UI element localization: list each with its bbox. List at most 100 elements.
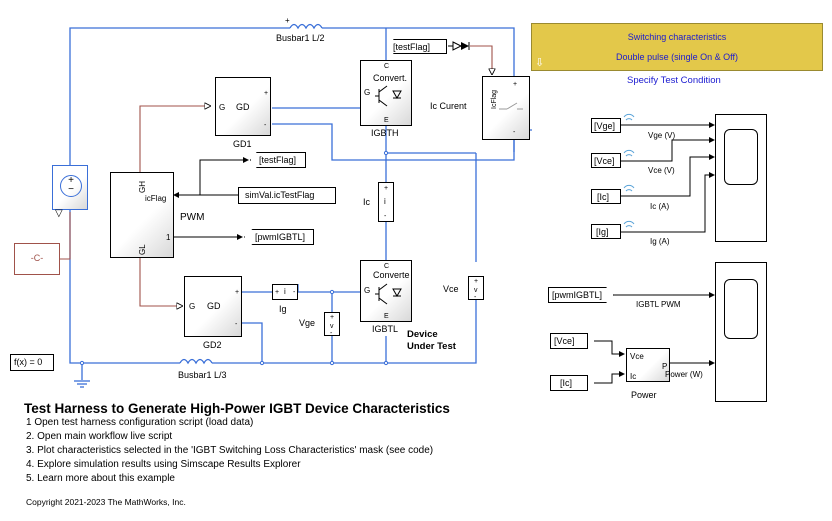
ic-sensor-minus-port: -: [384, 213, 387, 220]
solver-config-label: f(x) = 0: [14, 357, 43, 367]
testflag-goto-block[interactable]: [testFlag]: [250, 152, 306, 168]
icflag-port-label: IcFlag: [491, 89, 498, 109]
banner-line-1: Switching characteristics: [627, 32, 727, 42]
vce-sensor-minus-port: -: [474, 294, 477, 301]
busbar-bottom-label: Busbar1 L/3: [178, 370, 227, 380]
igbtl-block[interactable]: C Converte G E: [360, 260, 412, 322]
igbth-block[interactable]: C Convert. G E: [360, 60, 412, 126]
busbar-top-label: Busbar1 L/2: [276, 33, 325, 43]
ig-sensor-plus-port: +: [275, 289, 280, 296]
test-condition-banner[interactable]: Switching characteristics Double pulse (…: [531, 23, 823, 71]
gd1-label: GD: [236, 102, 250, 112]
link-results-explorer[interactable]: 4. Explore simulation results using Sims…: [26, 459, 301, 470]
power-ic-port: Ic: [630, 372, 637, 381]
ic-switch-plus-port: +: [513, 81, 518, 88]
pwm-igbtl-from-tag[interactable]: [pwmIGBTL]: [548, 287, 614, 303]
igbtl-converter-label: Converte: [373, 270, 410, 280]
igbtl-c-port: C: [384, 263, 390, 270]
gate-driver-1[interactable]: G GD + -: [215, 77, 271, 136]
dc-voltage-source[interactable]: +−: [52, 165, 88, 210]
igbtl-name: IGBTL: [372, 324, 399, 334]
power-ic-from-tag[interactable]: [Ic]: [550, 375, 588, 391]
scope-screen-icon: [724, 129, 758, 185]
pwm-block-name: PWM: [180, 212, 205, 223]
igbth-converter-label: Convert.: [373, 73, 408, 83]
constant-value: -C-: [30, 253, 44, 263]
igbtl-e-port: E: [384, 313, 389, 320]
pwm-block[interactable]: GH GL icFlag 1: [110, 172, 174, 258]
vce-from-tag[interactable]: [Vce]: [591, 153, 621, 168]
vge-sensor-label: Vge: [299, 318, 316, 328]
igbtl-pwm-label: IGBTL PWM: [636, 300, 681, 309]
vge-sensor-v-icon: v: [330, 323, 334, 330]
vce-sensor-label: Vce: [443, 284, 459, 294]
power-vce-port: Vce: [630, 352, 644, 361]
igbth-g-port: G: [364, 88, 371, 97]
igbth-name: IGBTH: [371, 128, 399, 138]
banner-line-2: Double pulse (single On & Off): [616, 52, 738, 62]
scope-1[interactable]: [715, 114, 767, 242]
vce-signal-label: Vce (V): [648, 166, 675, 175]
gd1-minus-port: -: [264, 122, 267, 129]
ic-sensor-label: Ic: [363, 197, 371, 207]
ic-signal-label: Ic (A): [650, 202, 670, 211]
pwm-gh-port: GH: [138, 181, 147, 193]
vge-sensor-plus-port: +: [330, 314, 335, 321]
ic-current-sensor[interactable]: + i -: [378, 182, 394, 222]
gd2-minus-port: -: [235, 321, 238, 328]
scope-2[interactable]: [715, 262, 767, 402]
ic-sensor-i-icon: i: [384, 197, 386, 206]
link-learn-more[interactable]: 5. Learn more about this example: [26, 473, 175, 484]
pwm-icflag-port: icFlag: [145, 194, 167, 203]
ig-current-sensor[interactable]: + i -: [272, 284, 298, 300]
dut-label-line2: Under Test: [407, 341, 456, 352]
ic-from-tag[interactable]: [Ic]: [591, 189, 621, 204]
vce-voltage-sensor[interactable]: + v -: [468, 276, 484, 301]
igbth-c-port: C: [384, 63, 390, 70]
vge-voltage-sensor[interactable]: + v -: [324, 312, 340, 337]
simval-constant-block[interactable]: simVal.icTestFlag: [238, 187, 336, 204]
gd2-name: GD2: [203, 340, 222, 350]
vge-sensor-minus-port: -: [330, 330, 333, 337]
solver-config-block[interactable]: f(x) = 0: [10, 354, 54, 371]
ig-sensor-label: Ig: [279, 304, 287, 314]
pwm-igbtl-goto-block[interactable]: [pwmIGBTL]: [244, 229, 314, 245]
power-out-label: Power (W): [665, 370, 703, 379]
power-block[interactable]: Vce Ic P: [626, 348, 670, 382]
ic-switch-minus-port: -: [513, 129, 516, 136]
ig-sensor-minus-port: -: [293, 289, 296, 296]
ig-sensor-i-icon: i: [284, 287, 286, 296]
power-vce-from-tag[interactable]: [Vce]: [550, 333, 588, 349]
igbtl-g-port: G: [364, 286, 371, 295]
link-plot-characteristics[interactable]: 3. Plot characteristics selected in the …: [26, 445, 434, 456]
gd2-plus-port: +: [235, 289, 240, 296]
ic-sensor-plus-port: +: [384, 185, 389, 192]
gd1-plus-port: +: [264, 90, 269, 97]
ig-from-tag[interactable]: [Ig]: [591, 224, 621, 239]
gd2-g-port: G: [189, 302, 196, 311]
link-open-config-script[interactable]: 1 Open test harness configuration script…: [26, 417, 254, 428]
ic-current-switch-block[interactable]: IcFlag + -: [482, 76, 530, 140]
power-block-name: Power: [631, 390, 657, 400]
link-open-live-script[interactable]: 2. Open main workflow live script: [26, 431, 173, 442]
gd1-name: GD1: [233, 139, 252, 149]
specify-test-condition-label: Specify Test Condition: [627, 75, 721, 86]
expand-arrow-icon[interactable]: ⇩: [535, 57, 545, 69]
copyright: Copyright 2021-2023 The MathWorks, Inc.: [26, 497, 186, 507]
scope-screen-icon: [724, 279, 758, 339]
testflag-from-block[interactable]: [testFlag]: [389, 39, 447, 54]
switch-icon: [499, 102, 523, 110]
vge-from-tag[interactable]: [Vge]: [591, 118, 621, 133]
vce-sensor-v-icon: v: [474, 287, 478, 294]
voltage-source-icon: +−: [60, 175, 82, 197]
gate-driver-2[interactable]: G GD + -: [184, 276, 242, 337]
pwm-gl-port: GL: [138, 244, 147, 255]
igbth-e-port: E: [384, 117, 389, 124]
ic-current-name: Ic Curent: [430, 101, 467, 111]
ig-signal-label: Ig (A): [650, 237, 670, 246]
power-p-port: P: [662, 362, 668, 371]
igbt-transistor-icon: [375, 283, 402, 305]
constant-block[interactable]: -C-: [14, 243, 60, 275]
dut-label-line1: Device: [407, 329, 438, 340]
